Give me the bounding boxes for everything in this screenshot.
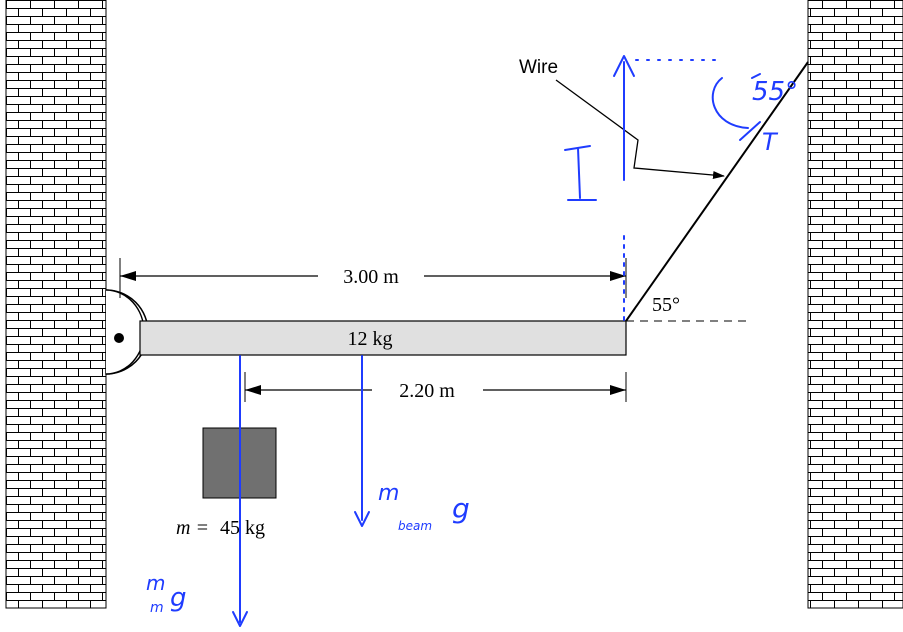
left-wall [5,0,107,609]
angle-label: 55° [652,294,680,316]
block-mass-value: 45 kg [220,517,265,539]
beam [139,320,627,356]
beam-weight-sub: beam [398,519,432,533]
tension-angled-label: T [762,128,779,156]
angle-note-label: 55° [752,77,798,107]
dimension-2-2m: 2.20 m [244,372,627,402]
dimension-3m: 3.00 m [119,258,627,298]
block-mass-prefix: m = [176,517,209,539]
block-weight-arrowhead [232,611,248,627]
beam-weight-g: g [452,492,470,525]
handwritten-annotations [232,55,761,627]
beam-mass-label: 12 kg [348,328,393,350]
right-wall [807,0,903,609]
angle-tick [751,73,761,79]
tension-angled-stroke [739,121,761,141]
block-weight-m: m [146,571,165,595]
dimension-2-2m-label: 2.20 m [399,380,455,402]
wire-pointer-arrow [555,79,725,180]
block-weight-g: g [170,583,187,613]
beam-weight-arrowhead [354,511,370,527]
block-mass-label: m = 45 kg [176,517,265,539]
wire [625,61,809,322]
beam-weight-m: m [378,481,399,506]
tension-vertical-arrowhead [613,55,635,77]
wire-label: Wire [519,57,558,78]
hinge [105,289,149,375]
dimension-3m-label: 3.00 m [343,266,399,288]
angle-arc-annotation [711,77,749,129]
block-weight-sub: m [150,600,164,616]
hinge-pin [114,333,124,343]
tension-vertical-symbol [564,145,597,201]
